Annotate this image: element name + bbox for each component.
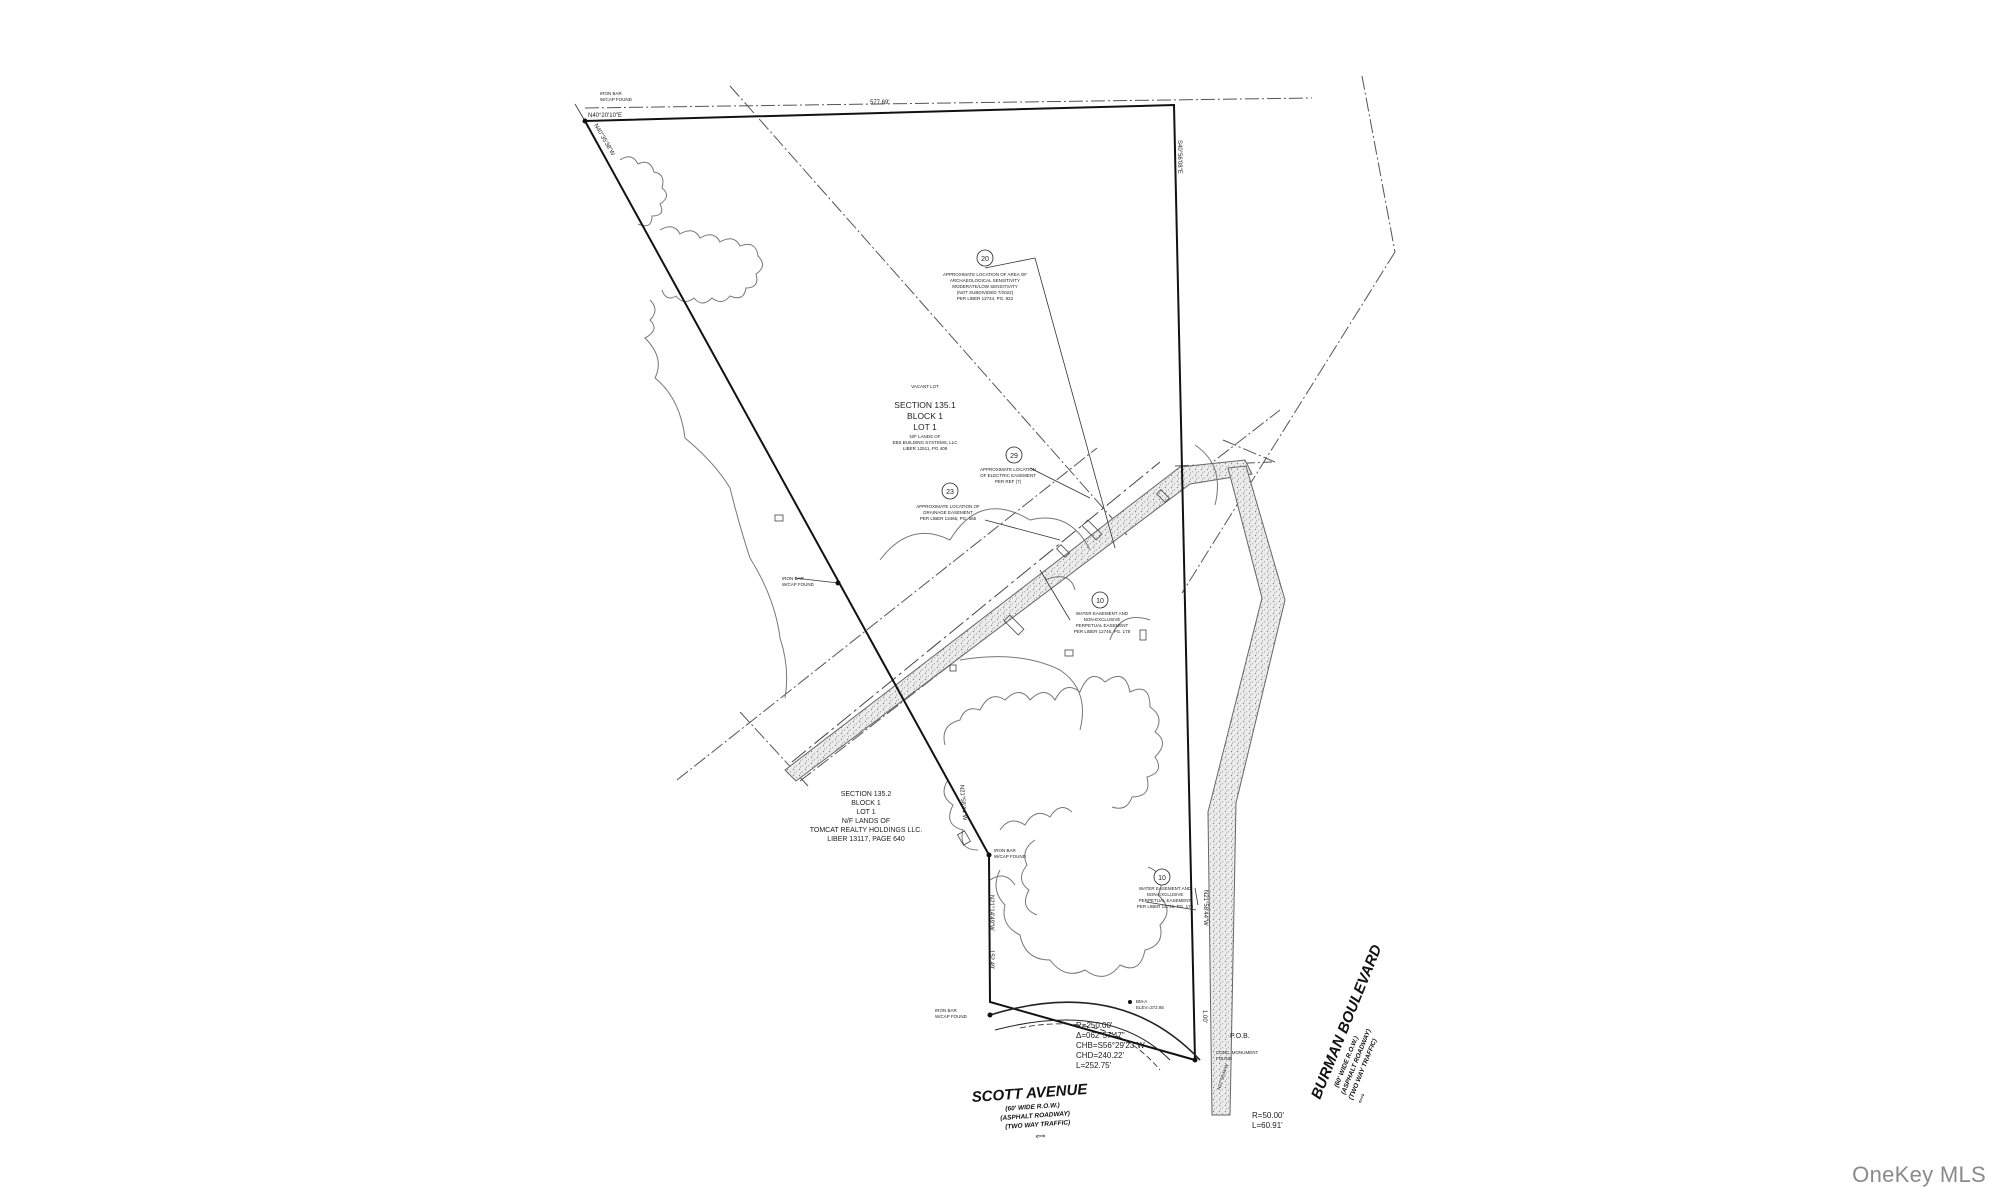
svg-text:PER REF (7): PER REF (7) [995,479,1022,484]
east-lower-bearing: N21°58'44"W [1202,890,1208,926]
svg-text:PER LIBER 12744, PG. 822: PER LIBER 12744, PG. 822 [957,296,1014,301]
curve-length: L=252.75' [1076,1061,1112,1070]
main-block: BLOCK 1 [907,411,943,421]
easement-structures [774,489,1170,846]
benchmark-label: BM-A [1136,999,1147,1004]
svg-text:APPROXIMATE LOCATION OF AREA O: APPROXIMATE LOCATION OF AREA OF [943,272,1027,277]
scott-avenue-surface: (ASPHALT ROADWAY) [1000,1110,1070,1122]
gravel-driveway [784,459,1286,1116]
svg-text:MODERATE/LOW SENSITIVITY: MODERATE/LOW SENSITIVITY [952,284,1017,289]
conc-monument-label-2: FOUND [1216,1056,1233,1061]
svg-text:20: 20 [981,256,989,263]
iron-bar-mid-label-2: W/CAP FOUND [782,582,815,587]
adjacent-lot-label: SECTION 135.2 BLOCK 1 LOT 1 N/F LANDS OF… [810,791,923,843]
svg-text:10: 10 [1158,875,1166,882]
north-line-length: 577.69' [870,100,890,106]
svg-text:PERPETUAL EASEMENT: PERPETUAL EASEMENT [1139,898,1192,903]
svg-text:NON-EXCLUSIVE: NON-EXCLUSIVE [1147,892,1184,897]
monument-markers [582,118,1198,1063]
note-10-upper: 10 WATER EASEMENT AND NON-EXCLUSIVE PERP… [1074,591,1131,634]
svg-text:OF ELECTRIC EASEMENT: OF ELECTRIC EASEMENT [980,473,1036,478]
adj-owner-2: TOMCAT REALTY HOLDINGS LLC. [810,827,923,834]
note-leaders [574,103,1199,911]
west-lower-bearing: N21°14'49"W [988,895,994,931]
svg-text:29: 29 [1010,453,1018,460]
curve-delta: Δ=062°57'47" [1076,1031,1125,1040]
main-owner-1: N/F LANDS OF [909,434,940,439]
note-20: 20 APPROXIMATE LOCATION OF AREA OF ARCHA… [943,249,1027,301]
burman-boulevard-arrow: ⟺ [1357,1093,1367,1105]
scott-avenue-label: SCOTT AVENUE (60' WIDE R.O.W.) (ASPHALT … [971,1081,1089,1141]
west-lower-length: 152.49' [988,950,994,970]
burman-boulevard-label: BURMAN BOULEVARD (60' WIDE R.O.W.) (ASPH… [1308,942,1386,1105]
benchmark-elev: ELEV=372.86 [1136,1005,1164,1010]
scott-avenue-row: (60' WIDE R.O.W.) [1005,1102,1060,1113]
east-line-bearing: S40°56'08"E [1176,140,1182,174]
svg-text:PER LIBER 13466, PG. 566: PER LIBER 13466, PG. 566 [920,516,977,521]
adj-block: BLOCK 1 [851,800,881,807]
scott-avenue-name: SCOTT AVENUE [971,1081,1089,1106]
iron-bar-low-label: IRON BAR [994,848,1017,853]
electric-easement-line [791,461,1161,763]
scott-avenue-traffic: (TWO WAY TRAFFIC) [1005,1119,1070,1131]
adj-owner-3: LIBER 13117, PAGE 640 [827,836,905,843]
svg-text:(NOT SUBDIVIDED 7/2022): (NOT SUBDIVIDED 7/2022) [957,290,1014,295]
svg-text:PER LIBER 12746, PG. 178: PER LIBER 12746, PG. 178 [1137,904,1194,909]
curve-radius: R=250.00' [1076,1021,1113,1030]
svg-text:APPROXIMATE LOCATION OF: APPROXIMATE LOCATION OF [916,504,980,509]
east-lower-length: 1.00' [1201,1010,1207,1023]
main-lot: LOT 1 [913,422,937,432]
svg-text:DRAINAGE EASEMENT: DRAINAGE EASEMENT [923,510,973,515]
nw-bearing: N40°20'10"E [588,113,622,119]
west-lower-bearing-mid: N21°58'44"W [958,785,967,821]
main-lot-label: VACANT LOT SECTION 135.1 BLOCK 1 LOT 1 N… [892,384,958,451]
note-23: 23 APPROXIMATE LOCATION OF DRAINAGE EASE… [916,482,980,521]
svg-text:10: 10 [1096,598,1104,605]
curve2-length: L=60.91' [1252,1121,1283,1130]
main-owner-2: EBS BUILDING SYSTEMS, LLC [892,440,958,445]
iron-bar-top-label-2: W/CAP FOUND [600,97,633,102]
note-10-lower: 10 WATER EASEMENT AND NON-EXCLUSIVE PERP… [1137,868,1194,909]
vacant-lot-label: VACANT LOT [911,384,939,389]
iron-bar-bottom-label: IRON BAR [935,1008,958,1013]
svg-text:WATER EASEMENT AND: WATER EASEMENT AND [1139,886,1192,891]
iron-bar-mid-label: IRON BAR [782,576,805,581]
svg-text:ARCHAEOLOGICAL SENSITIVITY: ARCHAEOLOGICAL SENSITIVITY [950,278,1020,283]
note-29: 29 APPROXIMATE LOCATION OF ELECTRIC EASE… [980,446,1036,484]
adjacent-property-lines [584,75,1396,787]
svg-text:PER LIBER 12746, PG. 178: PER LIBER 12746, PG. 178 [1074,629,1131,634]
iron-bar-bottom-label-2: W/CAP FOUND [935,1014,968,1019]
svg-text:23: 23 [946,489,954,496]
adj-lot: LOT 1 [856,809,875,816]
tree-lines [619,156,1218,977]
onekey-mls-watermark: OneKey MLS [1852,1162,1986,1187]
pob-label: P.O.B. [1230,1033,1250,1040]
curve-chord-bearing: CHB=S56°29'23"W [1076,1041,1145,1050]
scott-avenue-arrow: ⟺ [1035,1133,1046,1141]
conc-monument-label: CONC. MONUMENT [1216,1050,1258,1055]
curve2-radius: R=50.00' [1252,1111,1284,1120]
svg-text:NON-EXCLUSIVE: NON-EXCLUSIVE [1084,617,1121,622]
curve-data: R=250.00' Δ=062°57'47" CHB=S56°29'23"W C… [1076,1021,1145,1070]
curve-chord: CHD=240.22' [1076,1051,1124,1060]
iron-bar-top-label: IRON BAR [600,91,623,96]
svg-text:PERPETUAL EASEMENT: PERPETUAL EASEMENT [1076,623,1129,628]
main-section: SECTION 135.1 [894,400,956,410]
parcel-boundary [584,103,1197,1062]
main-owner-3: LIBER 12511, PG 408 [903,446,948,451]
svg-text:APPROXIMATE LOCATION: APPROXIMATE LOCATION [980,467,1036,472]
boundary-dimensions: 577.69' N40°20'10"E S40°56'08"E N40°35'3… [588,100,1208,1023]
curve-data-2: R=50.00' L=60.91' [1252,1111,1284,1130]
monument-labels: IRON BAR W/CAP FOUND IRON BAR W/CAP FOUN… [600,91,1258,1061]
adj-section: SECTION 135.2 [841,791,892,798]
scott-avenue-row-lines [989,1001,1201,1071]
adj-owner-1: N/F LANDS OF [842,818,890,825]
iron-bar-low-label-2: W/CAP FOUND [994,854,1027,859]
svg-text:WATER EASEMENT AND: WATER EASEMENT AND [1076,611,1129,616]
